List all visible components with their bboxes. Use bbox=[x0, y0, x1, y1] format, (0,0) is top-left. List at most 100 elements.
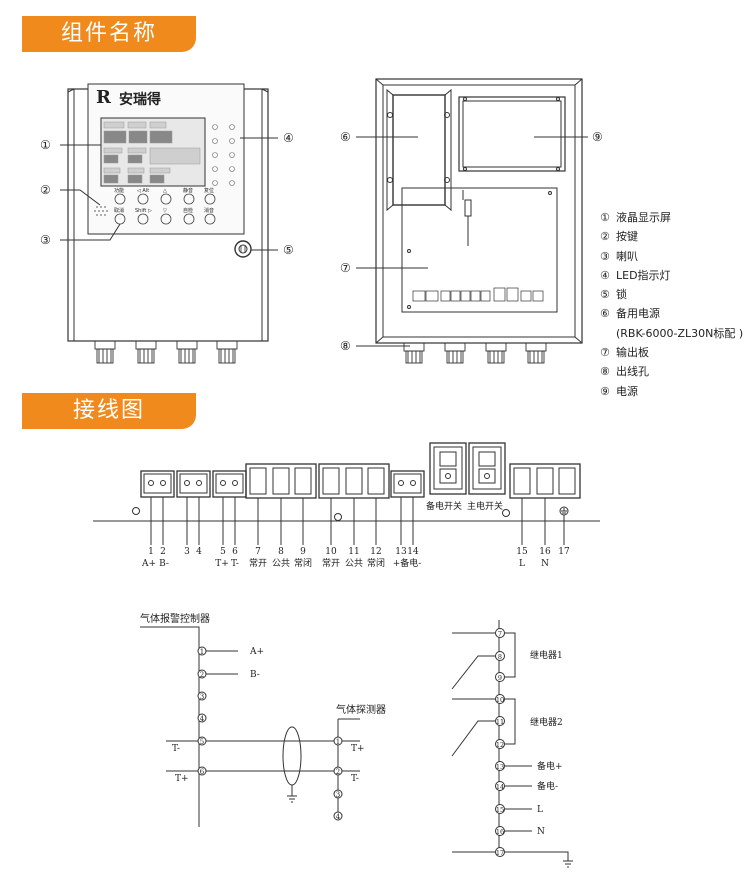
terminal-label: T- bbox=[231, 559, 239, 569]
callout-2: ② bbox=[40, 183, 51, 197]
key-labels: 功能 ◁ Alt △ 静音 复位 取消 Shift ▷ ▽ 自检 消音 bbox=[114, 187, 214, 214]
legend-number: ⑧ bbox=[600, 365, 610, 379]
terminal-number: 11 bbox=[348, 547, 359, 557]
terminal-label: 常开 bbox=[322, 557, 340, 569]
node-number: 17 bbox=[496, 849, 504, 857]
callout-8: ⑧ bbox=[340, 339, 351, 353]
node-number: 8 bbox=[498, 653, 502, 661]
detector-title: 气体探测器 bbox=[336, 703, 386, 716]
legend-number: ② bbox=[600, 230, 610, 244]
terminal-label: 公共 bbox=[272, 558, 290, 569]
terminal-numbers: 1 2 3 4 5 6 7 8 9 10 11 12 13 14 15 16 1… bbox=[148, 547, 570, 557]
terminal-number: 9 bbox=[300, 547, 306, 557]
backup-plus-label: 备电+ bbox=[537, 760, 563, 772]
node: 10 bbox=[495, 694, 505, 704]
terminal-label: B- bbox=[159, 559, 169, 569]
legend-text: 喇叭 bbox=[616, 249, 638, 263]
node-number: 4 bbox=[336, 813, 341, 821]
legend-number: ⑤ bbox=[600, 288, 610, 302]
node-number: 12 bbox=[496, 741, 504, 749]
l-label: L bbox=[537, 805, 543, 815]
key-label: 功能 bbox=[114, 187, 124, 194]
legend-item: ⑧ 出线孔 bbox=[600, 362, 743, 381]
t-plus-left-label: T+ bbox=[175, 774, 189, 784]
component-callouts: ① ② ③ ④ ⑤ ⑥ ⑦ ⑧ ⑨ bbox=[40, 130, 603, 353]
wiring-section-title: 接线图 bbox=[22, 393, 196, 429]
key-label: Shift ▷ bbox=[135, 208, 152, 214]
terminal-function-labels: A+ B- T+ T- 常开 公共 常闭 常开 公共 常闭 +备电- L N bbox=[141, 557, 549, 569]
node: 15 bbox=[495, 804, 505, 814]
components-section-title: 组件名称 bbox=[22, 16, 196, 52]
controller-title: 气体报警控制器 bbox=[140, 612, 210, 625]
node-number: 16 bbox=[496, 828, 504, 836]
node-number: 10 bbox=[496, 696, 504, 704]
key-label: 自检 bbox=[183, 207, 193, 214]
node: 14 bbox=[495, 781, 505, 791]
legend-text: 出线孔 bbox=[616, 365, 649, 379]
callout-3: ③ bbox=[40, 233, 51, 247]
callout-5: ⑤ bbox=[283, 243, 294, 257]
node-number: 4 bbox=[200, 715, 205, 723]
node: 4 bbox=[197, 713, 207, 723]
device-interior-view bbox=[356, 78, 588, 364]
relay1-label: 继电器1 bbox=[530, 649, 563, 661]
node-number: 2 bbox=[200, 671, 204, 679]
terminal-number: 16 bbox=[539, 547, 551, 557]
node: 2 bbox=[197, 669, 207, 679]
legend-number: ③ bbox=[600, 249, 610, 263]
node: 12 bbox=[495, 739, 505, 749]
legend-number: ⑥ bbox=[600, 307, 610, 321]
key-label: 复位 bbox=[204, 187, 214, 194]
node: 17 bbox=[495, 847, 505, 857]
node: 16 bbox=[495, 826, 505, 836]
key-label: 静音 bbox=[183, 187, 193, 194]
terminal-number: 15 bbox=[516, 547, 528, 557]
device-brand-area: R 安瑞得 bbox=[96, 87, 161, 108]
legend-text: 按键 bbox=[616, 230, 638, 244]
node: 4 bbox=[333, 811, 343, 821]
backup-minus-label: 备电- bbox=[537, 780, 558, 792]
legend-text: 输出板 bbox=[616, 346, 649, 360]
device-front-view bbox=[60, 83, 278, 364]
key-label: 消音 bbox=[204, 207, 214, 214]
terminal-number: 7 bbox=[255, 547, 261, 557]
node: 3 bbox=[333, 789, 343, 799]
key-label: ▽ bbox=[163, 208, 167, 214]
legend-text: LED指示灯 bbox=[616, 268, 671, 282]
node-number: 15 bbox=[496, 806, 504, 814]
callout-1: ① bbox=[40, 138, 51, 152]
node: 6 bbox=[197, 766, 207, 776]
node-number: 2 bbox=[336, 768, 340, 776]
node-number: 7 bbox=[498, 630, 502, 638]
node-number: 11 bbox=[496, 718, 504, 726]
legend-text: 液晶显示屏 bbox=[616, 211, 671, 224]
terminal-number: 10 bbox=[325, 547, 337, 557]
key-label: 取消 bbox=[114, 207, 124, 214]
terminal-number: 12 bbox=[370, 547, 381, 557]
node: 2 bbox=[333, 766, 343, 776]
callout-6: ⑥ bbox=[340, 130, 351, 144]
relay2-label: 继电器2 bbox=[530, 716, 563, 728]
terminal-label: L bbox=[519, 559, 525, 569]
terminal-number: 13 bbox=[395, 547, 407, 557]
callout-4: ④ bbox=[283, 131, 294, 145]
terminal-label: +备电- bbox=[393, 557, 422, 569]
node-number: 6 bbox=[200, 768, 205, 776]
node: 7 bbox=[495, 628, 505, 638]
terminal-number: 8 bbox=[278, 547, 284, 557]
wiring-left-labels: 气体报警控制器 气体探测器 A+ B- T- T+ T+ T- bbox=[140, 612, 386, 784]
n-label: N bbox=[537, 827, 545, 837]
legend-text: 电源 bbox=[616, 384, 638, 398]
legend-item: ③ 喇叭 bbox=[600, 247, 743, 266]
key-label: △ bbox=[163, 188, 167, 194]
node-number: 3 bbox=[336, 791, 340, 799]
terminal-number: 3 bbox=[184, 547, 190, 557]
wiring-right-labels: 继电器1 继电器2 备电+ 备电- L N bbox=[530, 649, 563, 837]
terminal-label: 公共 bbox=[345, 558, 363, 569]
a-plus-label: A+ bbox=[249, 647, 264, 657]
terminal-label: 常闭 bbox=[367, 557, 385, 569]
